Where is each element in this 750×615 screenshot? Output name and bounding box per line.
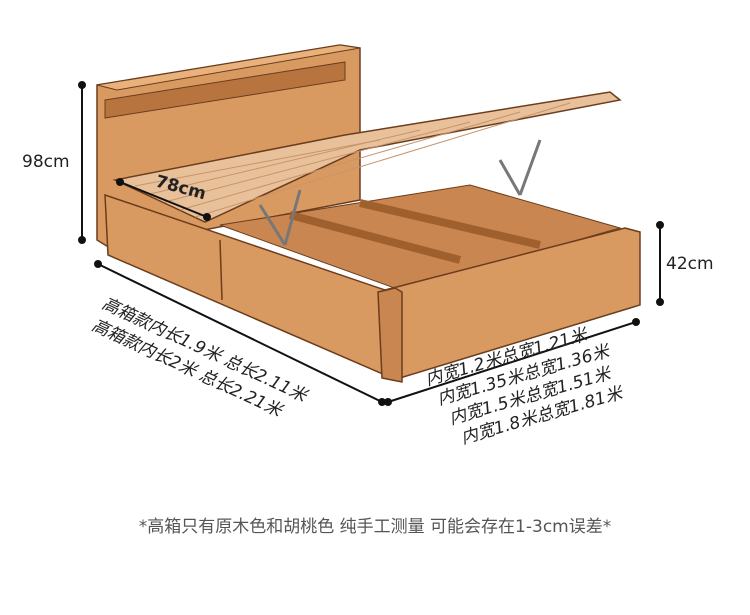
width-dimension-line (387, 321, 637, 403)
storage-box (219, 184, 622, 291)
foot-post (377, 287, 403, 383)
lift-dimension-line (119, 181, 208, 218)
headboard-shelf (104, 61, 346, 119)
bed-height-label: 42cm (666, 254, 714, 274)
disclaimer-caption: *高箱只有原木色和胡桃色 纯手工测量 可能会存在1-3cm误差* (138, 517, 612, 537)
headboard-top (96, 44, 361, 91)
headboard-height-label: 98cm (22, 152, 70, 172)
length-dimension-line (97, 263, 383, 403)
lifted-slat-platform (112, 91, 622, 223)
